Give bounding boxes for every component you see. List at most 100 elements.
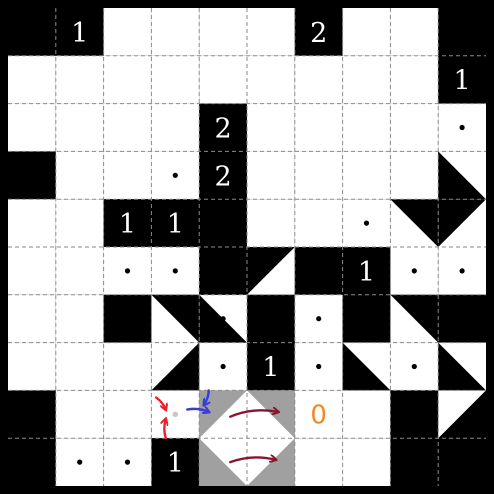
dots-layer: [77, 124, 465, 465]
grid-cell[interactable]: [294, 103, 343, 152]
clue-number: 2: [215, 161, 232, 192]
grid-cell[interactable]: [8, 342, 56, 391]
grid-cell[interactable]: [8, 55, 56, 104]
grid-cell[interactable]: [103, 8, 152, 56]
grid-cell[interactable]: [55, 247, 104, 295]
grid-cell[interactable]: [103, 55, 152, 104]
grid-cell[interactable]: [390, 55, 439, 104]
black-cell[interactable]: [438, 294, 486, 343]
grid-cell[interactable]: [294, 55, 343, 104]
cell-dot: [316, 316, 322, 322]
grid-cell[interactable]: [247, 8, 295, 56]
cell-dot: [411, 363, 417, 370]
grid-cell[interactable]: [103, 390, 152, 439]
grid-cell[interactable]: [55, 103, 104, 152]
grid-cell[interactable]: [294, 151, 343, 200]
grid-cell[interactable]: [247, 199, 295, 247]
black-cell[interactable]: [199, 151, 247, 200]
cell-dot: [411, 268, 417, 274]
grid-cell[interactable]: [55, 199, 104, 247]
grid-cell[interactable]: [8, 294, 56, 343]
grid-cell[interactable]: [103, 103, 152, 152]
black-cell[interactable]: [438, 55, 486, 104]
grid-cell[interactable]: [8, 247, 56, 295]
annotation-arrows: [154, 389, 278, 464]
grid-cell[interactable]: [103, 342, 152, 391]
grid-lines: [8, 8, 486, 486]
black-cell[interactable]: [438, 438, 486, 486]
black-triangle: [390, 199, 439, 247]
cells-layer: [8, 8, 486, 486]
black-cell[interactable]: [247, 342, 295, 391]
cell-dot: [172, 268, 178, 274]
grid-cell[interactable]: [390, 8, 439, 56]
black-cell[interactable]: [103, 294, 152, 343]
blue-arrow: [186, 409, 209, 412]
black-cell[interactable]: [390, 438, 439, 486]
grid-cell[interactable]: [55, 342, 104, 391]
maroon-arrow: [229, 457, 275, 464]
clue-number: 1: [454, 66, 471, 97]
black-cell[interactable]: [199, 103, 247, 152]
black-cell[interactable]: [294, 247, 343, 295]
grid-cell[interactable]: [103, 151, 152, 200]
grid-cell[interactable]: [8, 103, 56, 152]
black-cell[interactable]: [151, 438, 200, 486]
clue-number: 1: [119, 209, 136, 240]
grid-cell[interactable]: [342, 55, 391, 104]
cell-dot: [124, 268, 131, 274]
black-cell[interactable]: [438, 8, 486, 56]
grid-cell[interactable]: [294, 390, 343, 439]
black-cell[interactable]: [342, 247, 391, 295]
black-cell[interactable]: [8, 151, 56, 200]
grid-cell[interactable]: [151, 103, 200, 152]
black-triangle: [151, 342, 200, 391]
black-triangle: [438, 151, 486, 200]
clue-number: 1: [167, 209, 184, 240]
grid-cell[interactable]: [199, 55, 247, 104]
grid-cell[interactable]: [199, 8, 247, 56]
black-triangle: [199, 199, 247, 247]
black-cell[interactable]: [294, 8, 343, 56]
grid-cell[interactable]: [247, 55, 295, 104]
grid-cell[interactable]: [151, 8, 200, 56]
grid-cell[interactable]: [342, 390, 391, 439]
grid-cell[interactable]: [247, 151, 295, 200]
orange-zero-mark: 0: [310, 400, 327, 430]
triangles-layer: [151, 151, 486, 439]
grid-cell[interactable]: [342, 8, 391, 56]
red-arrow: [154, 396, 166, 410]
black-cell[interactable]: [103, 199, 152, 247]
black-cell[interactable]: [247, 294, 295, 343]
grid-cell[interactable]: [55, 294, 104, 343]
blue-arrow: [204, 389, 209, 404]
grid-cell[interactable]: [342, 151, 391, 200]
black-cell[interactable]: [8, 390, 56, 439]
grid-cell[interactable]: [247, 103, 295, 152]
black-triangle: [342, 342, 391, 391]
black-triangle: [342, 294, 391, 343]
grid-cell[interactable]: [342, 438, 391, 486]
black-cell[interactable]: [55, 8, 104, 56]
grid-cell[interactable]: [390, 103, 439, 152]
grid-cell[interactable]: [294, 438, 343, 486]
grid-cell[interactable]: [390, 151, 439, 200]
grid-cell[interactable]: [294, 199, 343, 247]
black-triangle: [390, 294, 439, 343]
clue-number: 2: [215, 114, 232, 145]
cell-dot: [124, 459, 131, 465]
cell-dot: [172, 172, 178, 178]
grid-cell[interactable]: [55, 55, 104, 104]
grid-cell[interactable]: [55, 151, 104, 200]
black-cell[interactable]: [151, 199, 200, 247]
black-cell[interactable]: [8, 8, 56, 56]
red-arrow: [164, 419, 165, 440]
grid-cell[interactable]: [151, 55, 200, 104]
cell-dot: [459, 268, 465, 274]
grid-cell[interactable]: [8, 199, 56, 247]
grid-cell[interactable]: [342, 103, 391, 152]
grid-cell[interactable]: [55, 390, 104, 439]
black-cell[interactable]: [8, 438, 56, 486]
cell-dot: [316, 363, 322, 370]
